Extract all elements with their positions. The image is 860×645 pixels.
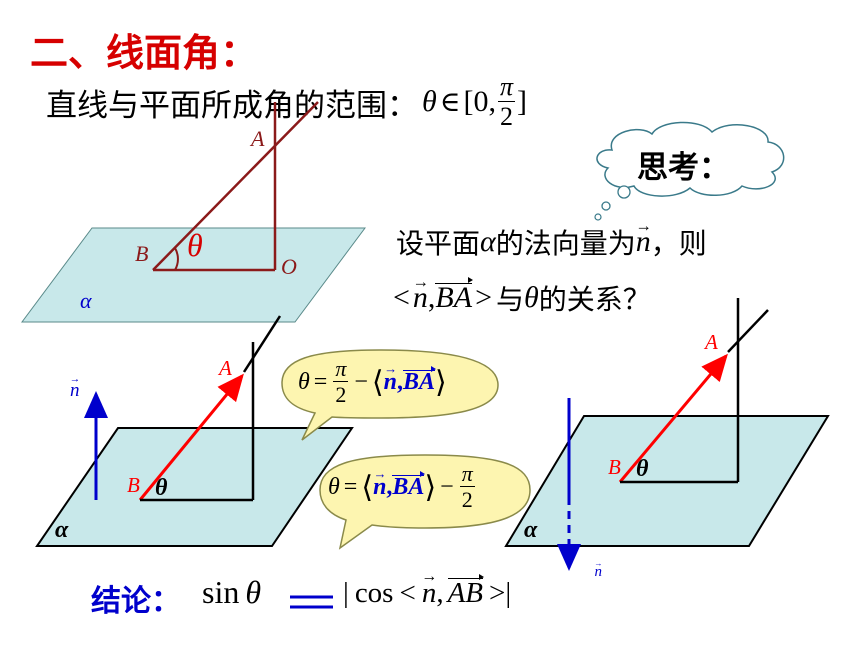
right-label-theta: θ (636, 456, 649, 482)
top-label-B: B (135, 241, 149, 266)
section-title: 二、线面角： (30, 31, 259, 75)
b1-BA-vector: BA (403, 365, 437, 395)
range-statement: 直线与平面所成角的范围： θ ∈ [0, π 2 ] (46, 74, 527, 130)
b2-open-angle: ⟨ (361, 470, 374, 504)
conclusion-n-vector: n (422, 577, 437, 610)
left-label-alpha: α (55, 517, 69, 543)
b1-eq: = (313, 368, 328, 395)
top-figure (21, 101, 366, 323)
conclusion-abs-close: | (505, 577, 512, 609)
conclusion-abs-open: | (343, 577, 349, 609)
left-label-A: A (219, 356, 232, 380)
b2-frac-den: 2 (461, 487, 473, 512)
thought-dot-2 (601, 201, 611, 211)
q2-text-b: 与 (496, 283, 525, 316)
thought-label: 思考： (637, 150, 730, 186)
top-label-alpha: α (80, 288, 92, 313)
question-line-1: 设平面 α 的法向量为 n ，则 (396, 222, 707, 262)
q2-comma: , (427, 281, 436, 314)
b1-n-vector: n (384, 369, 397, 396)
conclusion-rhs: | cos < n , AB > | (343, 573, 512, 610)
b2-comma: , (386, 473, 393, 500)
b1-fraction: π 2 (333, 356, 349, 407)
b2-BA-vector: BA (392, 470, 426, 500)
q2-gt: > (475, 281, 492, 314)
left-label-theta: θ (155, 475, 168, 501)
b2-minus: − (440, 473, 454, 500)
right-label-n: n (595, 564, 603, 581)
b2-theta: θ (328, 473, 340, 500)
conclusion-equals-sign (290, 595, 333, 609)
left-figure (35, 315, 354, 547)
conclusion-lhs: sin θ (202, 574, 261, 611)
range-close: ] (517, 85, 528, 118)
left-line-upper (242, 315, 282, 373)
q2-BA-vector: BA (435, 277, 473, 314)
q2-n-vector: n (413, 281, 428, 315)
top-angle-arc (174, 247, 179, 271)
b1-open-angle: ⟨ (371, 365, 384, 399)
left-vector-BA (138, 373, 244, 501)
range-frac-num: π (497, 72, 516, 102)
range-open: [0, (463, 85, 496, 118)
b1-frac-num: π (333, 356, 349, 382)
q1-n-vector: n (636, 225, 651, 259)
b1-comma: , (397, 368, 403, 395)
b2-eq: = (343, 473, 358, 500)
right-label-B: B (608, 455, 621, 479)
q1-text-a: 设平面 (396, 227, 481, 260)
b2-fraction: π 2 (459, 461, 475, 512)
right-line-upper (727, 309, 769, 353)
range-prefix: 直线与平面所成角的范围： (46, 87, 418, 124)
right-label-alpha: α (524, 517, 538, 543)
top-label-theta: θ (187, 227, 203, 263)
range-elem: ∈ (439, 87, 461, 118)
b1-minus: − (354, 368, 368, 395)
b1-close-angle: ⟩ (435, 365, 447, 399)
range-fraction: π 2 (497, 72, 516, 131)
bubble2-formula: θ = ⟨ n , BA ⟩ − π 2 (328, 463, 477, 511)
left-plane (35, 427, 354, 547)
conclusion-AB-vector: AB (447, 573, 485, 609)
q1-text-c: ，则 (650, 227, 707, 260)
conclusion-comma: , (436, 577, 444, 609)
thought-dot-3 (594, 213, 602, 221)
conclusion-cos: cos (354, 577, 394, 609)
q2-lt: < (393, 281, 410, 314)
range-theta: θ (422, 85, 437, 118)
conclusion-sin: sin (202, 574, 240, 610)
conclusion-lt: < (399, 577, 416, 609)
q2-text-c: 的关系？ (538, 283, 651, 316)
left-label-n: n (70, 380, 80, 402)
top-line-BA (152, 101, 319, 271)
right-vector-BA (618, 353, 728, 483)
thought-bubble (594, 121, 785, 221)
b1-theta: θ (298, 368, 310, 395)
thought-dot-1 (617, 185, 631, 199)
top-label-A: A (251, 126, 265, 151)
q1-text-b: 的法向量为 (495, 227, 636, 260)
thought-cloud (596, 121, 785, 197)
b2-n-vector: n (373, 474, 386, 501)
q1-alpha: α (480, 225, 496, 258)
b1-frac-den: 2 (335, 382, 347, 407)
left-label-B: B (127, 473, 140, 497)
range-frac-den: 2 (500, 102, 513, 131)
conclusion-gt: > (489, 577, 506, 609)
conclusion-theta: θ (245, 574, 262, 610)
top-label-O: O (281, 254, 297, 279)
conclusion-label: 结论： (91, 584, 181, 619)
right-figure (504, 298, 830, 571)
b2-frac-num: π (459, 461, 475, 487)
bubble1-formula: θ = π 2 − ⟨ n , BA ⟩ (298, 358, 447, 406)
b2-close-angle: ⟩ (424, 470, 437, 504)
q2-theta: θ (524, 281, 539, 314)
question-line-2: < n , BA > 与 θ 的关系？ (393, 277, 651, 318)
right-label-A: A (705, 330, 718, 354)
